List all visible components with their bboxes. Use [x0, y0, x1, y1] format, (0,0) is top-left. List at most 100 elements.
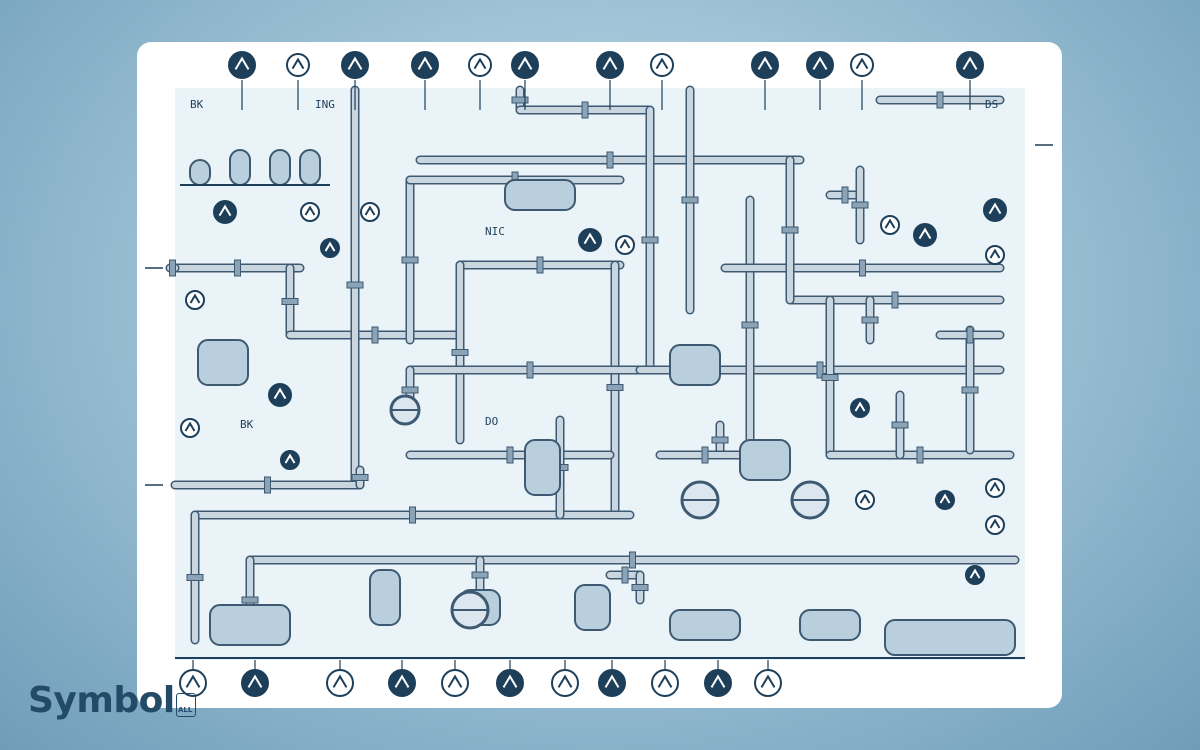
- gear-icon: [286, 53, 310, 77]
- symbol-icon: [983, 198, 1007, 222]
- tee-icon: [496, 669, 524, 697]
- valve-symbol-icon: [228, 51, 256, 79]
- flow-icon: [468, 53, 492, 77]
- actuator-icon-glyph: [417, 56, 433, 70]
- pump-arrow-icon: [511, 51, 539, 79]
- flange: [631, 584, 649, 591]
- symbol-icon: [320, 238, 340, 258]
- vessel: [739, 439, 791, 481]
- flange: [966, 326, 974, 344]
- mesh-icon-glyph: [332, 674, 348, 688]
- arrow-line-icon-glyph: [447, 674, 463, 688]
- flange: [711, 436, 729, 444]
- gear-icon-glyph: [291, 57, 305, 70]
- symbol-icon: [855, 490, 875, 510]
- control-valve-icon: [650, 53, 674, 77]
- flange: [506, 446, 514, 464]
- gauge-icon: [388, 669, 416, 697]
- symbol-icon-glyph: [988, 202, 1002, 215]
- arrow-line-icon: [441, 669, 469, 697]
- meter-icon-glyph: [760, 674, 776, 688]
- curve-icon: [956, 51, 984, 79]
- vessel: [269, 149, 291, 186]
- symbol-icon-glyph: [273, 387, 287, 400]
- symbol-icon-glyph: [619, 238, 631, 249]
- vessel: [799, 609, 861, 641]
- flange: [371, 326, 379, 344]
- triangle-indicator-icon-glyph: [602, 56, 618, 70]
- regulator-icon-glyph: [812, 56, 828, 70]
- curve-icon-glyph: [855, 57, 869, 70]
- symbol-icon: [185, 290, 205, 310]
- pump-arrow-icon-glyph: [517, 56, 533, 70]
- flange: [511, 96, 529, 104]
- control-valve-icon: [650, 53, 674, 77]
- label-bk-mid: BK: [240, 418, 254, 431]
- vessel: [229, 149, 251, 186]
- flange: [621, 566, 629, 584]
- symbol-icon: [268, 383, 292, 407]
- ring-icon: [704, 669, 732, 697]
- cluster-icon: [751, 51, 779, 79]
- flange: [629, 551, 636, 569]
- symbol-icon-glyph: [969, 568, 981, 579]
- vessel: [189, 159, 211, 186]
- flange: [816, 361, 824, 379]
- vessel: [669, 609, 741, 641]
- flange: [264, 476, 271, 494]
- flange: [234, 259, 241, 277]
- flange: [641, 236, 659, 244]
- arrow-line-icon: [441, 669, 469, 697]
- symbol-icon: [578, 228, 602, 252]
- fan-icon-glyph: [604, 674, 620, 688]
- symbol-icon: [320, 238, 340, 258]
- symbol-icon-glyph: [884, 218, 896, 229]
- symbol-icon-glyph: [583, 232, 597, 245]
- ring-icon-glyph: [710, 674, 726, 688]
- gauge-icon-glyph: [394, 674, 410, 688]
- flange: [859, 259, 866, 277]
- flange: [526, 361, 534, 379]
- flange: [891, 291, 899, 309]
- valve-symbol-icon-glyph: [234, 56, 250, 70]
- symbol-icon-glyph: [304, 205, 316, 216]
- symbol-icon: [985, 478, 1005, 498]
- filter-icon: [179, 669, 207, 697]
- vessel: [209, 604, 291, 646]
- ring-icon: [651, 669, 679, 697]
- symbol-icon: [935, 490, 955, 510]
- butterfly-icon-glyph: [557, 674, 573, 688]
- vessel: [669, 344, 721, 386]
- symbol-icon: [913, 223, 937, 247]
- symbol-icon: [850, 398, 870, 418]
- symbol-icon: [965, 565, 985, 585]
- butterfly-icon: [551, 669, 579, 697]
- check-valve-icon: [341, 51, 369, 79]
- symbol-icon: [180, 418, 200, 438]
- check-valve-icon-glyph: [347, 56, 363, 70]
- triangle-indicator-icon: [596, 51, 624, 79]
- symbol-icon-glyph: [324, 241, 336, 252]
- label-nic: NIC: [485, 225, 505, 238]
- symbol-icon: [935, 490, 955, 510]
- mesh-icon: [326, 669, 354, 697]
- flange: [241, 596, 259, 604]
- filter-icon-glyph: [185, 674, 201, 688]
- actuator-icon: [411, 51, 439, 79]
- flange: [701, 446, 709, 464]
- symbol-icon: [985, 515, 1005, 535]
- mesh-icon: [326, 669, 354, 697]
- fan-icon: [598, 669, 626, 697]
- butterfly-icon: [551, 669, 579, 697]
- flange: [741, 321, 759, 329]
- symbol-icon: [300, 202, 320, 222]
- symbol-icon: [300, 202, 320, 222]
- symbol-icon: [615, 235, 635, 255]
- symbol-icon-glyph: [918, 227, 932, 240]
- symbol-icon: [360, 202, 380, 222]
- flange: [821, 374, 839, 381]
- flange: [409, 506, 416, 524]
- flange: [581, 101, 589, 119]
- gauge-icon: [388, 669, 416, 697]
